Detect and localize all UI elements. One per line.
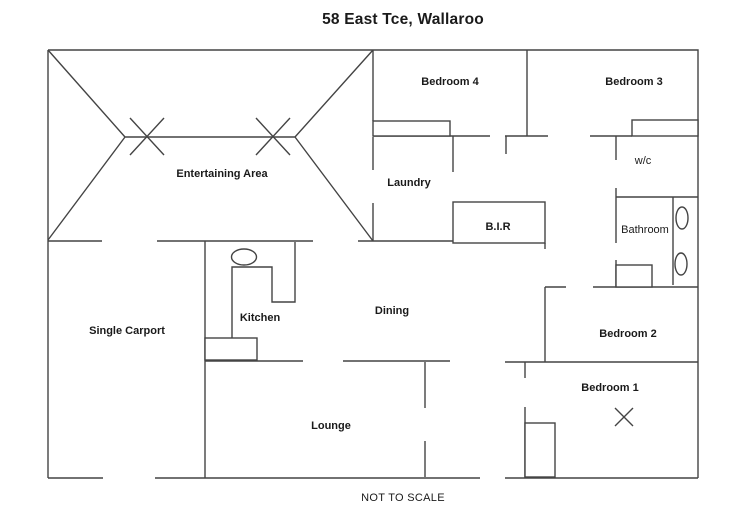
room-label-single-carport: Single Carport [89,325,165,337]
internal-walls [204,50,698,478]
room-label-bedroom-4: Bedroom 4 [421,76,479,88]
room-label-bedroom-1: Bedroom 1 [581,382,639,394]
room-label-dining: Dining [374,305,410,317]
room-label-wc: w/c [634,155,652,167]
room-label-bedroom-2: Bedroom 2 [599,328,657,340]
kitchen-sink-icon [230,248,258,266]
bedroom3-window [631,119,699,137]
room-label-bedroom-3: Bedroom 3 [605,76,663,88]
shower-box [615,264,653,288]
room-label-laundry: Laundry [387,177,431,189]
room-label-bir: B.I.R [485,221,511,233]
not-to-scale-note: NOT TO SCALE [361,492,445,504]
kitchen-bench-outline [231,242,296,338]
room-label-kitchen: Kitchen [239,312,281,324]
outer-walls [47,49,699,479]
bathroom-fixture-icons [674,206,689,276]
bedroom1-robe-box [524,422,556,478]
built-in-robe-box [452,201,546,244]
bedroom1-cross-marker [614,407,634,427]
room-label-bathroom: Bathroom [621,224,669,236]
entertaining-area-outline [47,49,545,242]
stove-bench-box [204,337,258,361]
room-label-lounge: Lounge [311,420,351,432]
cross-markers [129,117,291,156]
room-label-entertaining-area: Entertaining Area [176,168,268,180]
page-title: 58 East Tce, Wallaroo [322,11,484,28]
bedroom4-window [372,120,451,137]
